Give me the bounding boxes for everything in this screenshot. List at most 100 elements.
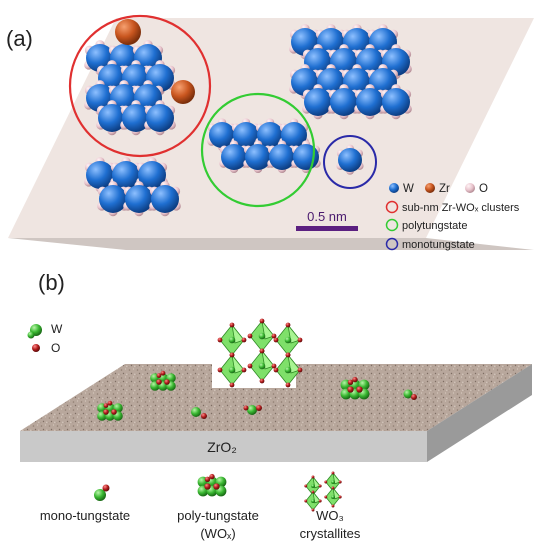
o-atom: [304, 484, 308, 488]
support-side: [427, 364, 532, 462]
legend-red-label: sub-nm Zr-WOₓ clusters: [402, 202, 520, 214]
species-icons: [94, 471, 342, 512]
o-atom: [338, 480, 342, 484]
o-atom: [318, 499, 322, 503]
w-atom: [311, 499, 315, 503]
monotungstate-circle: [323, 135, 377, 189]
wo3-crystallite-icon: [332, 486, 341, 500]
poly-tungstate-formula: (WOₓ): [200, 526, 235, 541]
o-atom: [229, 352, 235, 358]
tungsten-atom: [125, 185, 153, 213]
o-atom: [324, 495, 328, 499]
o-atom: [347, 379, 354, 385]
legend-o-dot: [465, 183, 475, 193]
zirconium-atom: [115, 19, 141, 45]
o-atom: [111, 409, 117, 415]
w-atom: [331, 495, 335, 499]
w-atom: [247, 405, 257, 415]
wo3-octahedron: [287, 353, 301, 374]
legend-w-label: W: [403, 183, 414, 195]
tungsten-atom: [343, 28, 371, 56]
o-atom: [347, 386, 354, 393]
sub-nm-cluster-circle: [68, 14, 212, 158]
w-atom: [403, 389, 413, 399]
o-atom: [259, 378, 265, 384]
o-atom: [204, 476, 211, 482]
mono-tungstate-label: mono-tungstate: [40, 508, 130, 523]
panel-b-legend: W O: [27, 322, 63, 355]
o-atom: [285, 322, 291, 328]
legend-b-o-label: O: [51, 341, 60, 355]
o-atom: [259, 318, 265, 324]
w-atom: [258, 332, 266, 340]
polytungstate-circle: [200, 92, 316, 208]
tungsten-atom: [304, 48, 332, 76]
panel-b-label: (b): [38, 270, 65, 295]
o-atom: [331, 471, 335, 475]
tungsten-atom: [209, 122, 235, 148]
o-atom: [318, 484, 322, 488]
o-atom: [304, 499, 308, 503]
legend-zr-label: Zr: [439, 183, 450, 195]
wo3-crystallite-icon: [312, 490, 321, 504]
tungsten-atom: [151, 185, 179, 213]
o-atom: [247, 363, 253, 369]
scale-bar-line: [296, 226, 358, 231]
o-atom: [256, 405, 262, 411]
o-atom: [229, 322, 235, 328]
wo3-octahedron: [261, 319, 275, 340]
tungsten-atom: [233, 122, 259, 148]
legend-zr-dot: [425, 183, 435, 193]
tungsten-atom: [369, 28, 397, 56]
o-atom: [273, 337, 279, 343]
tungsten-atom: [98, 104, 126, 132]
tungsten-atom: [343, 68, 371, 96]
o-atom: [156, 373, 162, 378]
o-atom: [411, 394, 417, 400]
tungsten-atom: [382, 48, 410, 76]
tungsten-atom: [291, 68, 319, 96]
o-atom: [331, 486, 335, 490]
legend-blue-circle: [385, 237, 399, 251]
w-atom: [331, 480, 335, 484]
wo3-crystallites-label: crystallites: [300, 526, 361, 541]
tungsten-atom: [122, 104, 150, 132]
o-atom: [331, 504, 335, 508]
o-atom: [217, 337, 223, 343]
mono-tungstate-icon-o: [102, 484, 110, 492]
tungsten-atom: [99, 185, 127, 213]
legend-o-label: O: [479, 183, 488, 195]
wo3-octahedron: [231, 353, 245, 374]
legend-red-circle: [385, 200, 399, 214]
tungsten-atom: [112, 161, 140, 189]
surface-species: [97, 370, 417, 421]
w-atom: [258, 362, 266, 370]
poly-tungstate-label: poly-tungstate: [177, 508, 259, 523]
panel-a-clusters: [84, 19, 412, 217]
tungsten-atom: [281, 122, 307, 148]
wo3-label: WO₃: [316, 508, 344, 523]
legend-blue-label: monotungstate: [402, 239, 475, 251]
scale-bar: 0.5 nm: [296, 209, 358, 231]
support-front: [20, 431, 427, 462]
wo3-octahedron: [261, 349, 275, 370]
o-atom: [271, 333, 277, 339]
o-atom: [156, 379, 162, 385]
o-atom: [285, 382, 291, 388]
tungsten-atom: [293, 144, 319, 170]
panel-a-legend: W Zr O sub-nm Zr-WOₓ clusters polytungst…: [385, 183, 520, 251]
o-atom: [217, 367, 223, 373]
zro2-support: ZrO₂: [20, 364, 532, 462]
wo3-octahedron: [287, 323, 301, 344]
wo3-octahedron: [231, 323, 245, 344]
o-atom: [324, 480, 328, 484]
o-atom: [107, 400, 113, 406]
o-atom: [201, 413, 207, 419]
o-atom: [241, 337, 247, 343]
o-atom: [338, 495, 342, 499]
tungsten-atom: [330, 48, 358, 76]
o-atom: [247, 333, 253, 339]
o-atom: [241, 367, 247, 373]
tungsten-atom: [146, 104, 174, 132]
